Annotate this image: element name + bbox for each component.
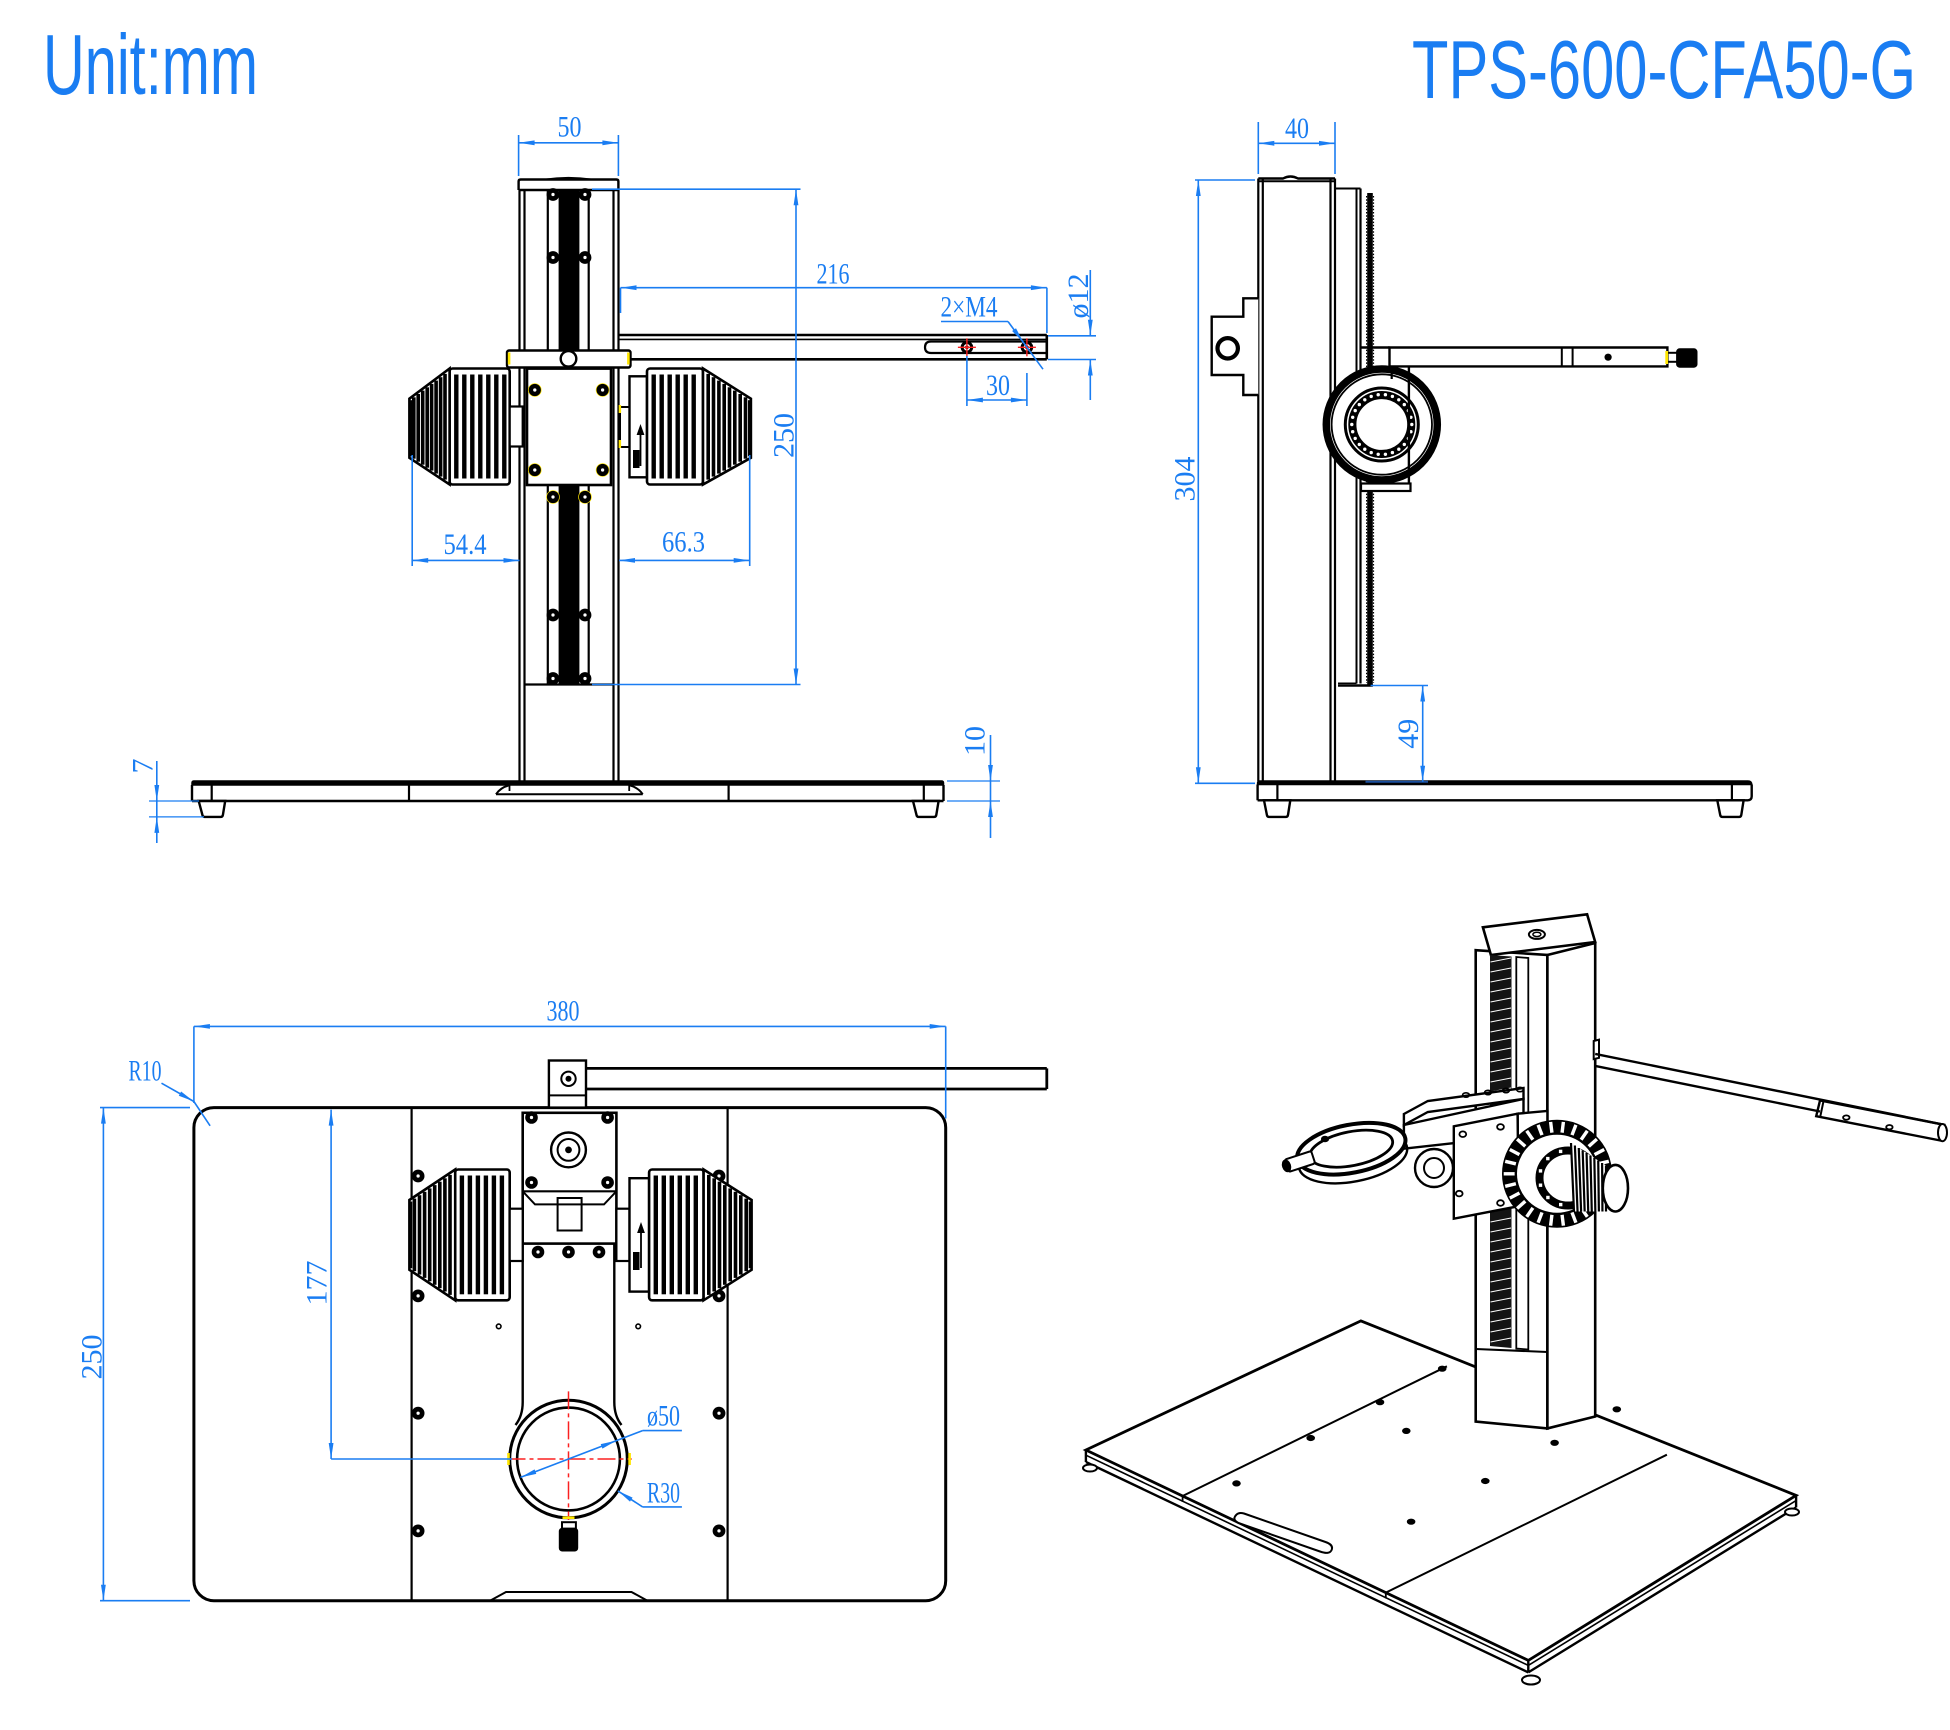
svg-text:10: 10	[959, 726, 992, 756]
svg-text:250: 250	[76, 1335, 109, 1380]
svg-text:40: 40	[1285, 112, 1309, 145]
svg-text:216: 216	[817, 258, 850, 291]
svg-text:Unit:mm: Unit:mm	[43, 18, 258, 113]
svg-text:R30: R30	[647, 1477, 680, 1510]
svg-text:49: 49	[1392, 719, 1425, 749]
svg-text:66.3: 66.3	[662, 526, 705, 559]
svg-text:177: 177	[301, 1261, 334, 1306]
svg-text:250: 250	[768, 413, 801, 458]
svg-text:30: 30	[986, 369, 1010, 402]
svg-text:ø50: ø50	[647, 1400, 680, 1433]
svg-text:304: 304	[1169, 457, 1202, 502]
svg-text:7: 7	[127, 759, 160, 774]
svg-text:TPS-600-CFA50-G: TPS-600-CFA50-G	[1412, 23, 1916, 116]
svg-text:50: 50	[558, 111, 582, 144]
svg-text:380: 380	[547, 995, 580, 1028]
svg-text:R10: R10	[129, 1055, 162, 1088]
svg-text:2×M4: 2×M4	[941, 291, 998, 324]
svg-text:54.4: 54.4	[444, 528, 487, 561]
